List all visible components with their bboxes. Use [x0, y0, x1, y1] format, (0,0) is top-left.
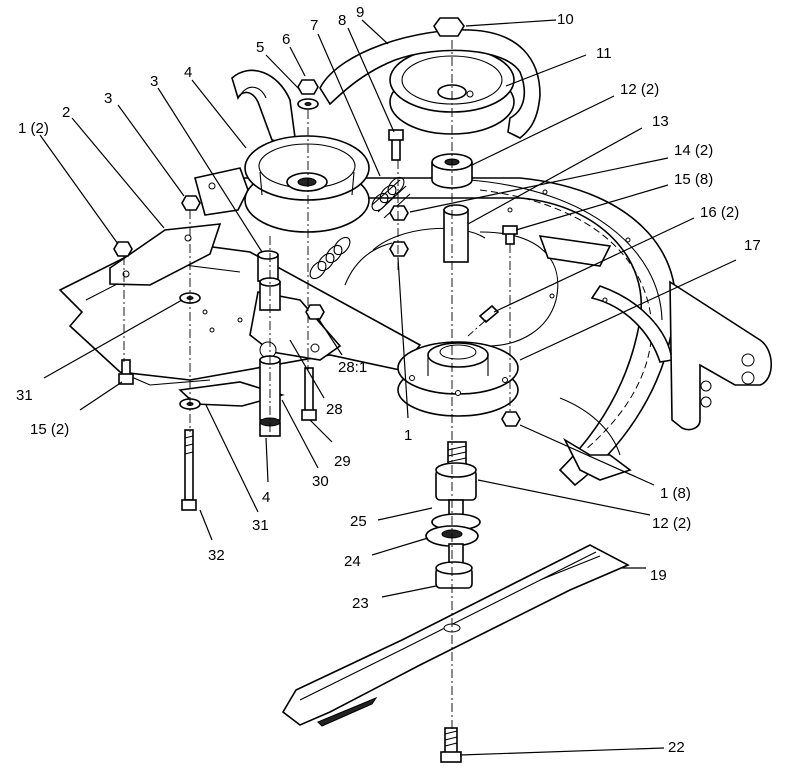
idler-bracket	[109, 167, 249, 286]
callout-8: 8	[338, 12, 346, 29]
callout-11: 11	[596, 45, 612, 62]
callout-28-1: 28:1	[338, 359, 367, 376]
callout-3-left: 3	[104, 90, 112, 107]
spindle-housing	[397, 341, 519, 417]
assembly-centerlines	[123, 40, 511, 730]
callout-9: 9	[356, 4, 364, 21]
callout-6: 5	[256, 39, 264, 56]
callout-1-8: 1 (8)	[660, 485, 691, 502]
callout-23: 23	[352, 595, 369, 612]
callout-31-bottom: 31	[252, 517, 269, 534]
callout-13: 13	[652, 113, 669, 130]
idler-pulley	[244, 135, 370, 233]
drive-belt	[231, 69, 297, 147]
callout-2: 2	[62, 104, 70, 121]
callout-12-bottom: 12 (2)	[652, 515, 691, 532]
callout-4-top: 3	[150, 73, 158, 90]
extension-spring	[309, 176, 411, 280]
callout-leader-lines	[39, 19, 737, 756]
callout-12-top: 12 (2)	[620, 81, 659, 98]
callout-4-bottom: 4	[262, 489, 270, 506]
spindle-spacer-top	[431, 153, 473, 189]
callout-labels: 1 (2) 2 3 3 4 5 6 7 8 9 10 11 12 (2) 13 …	[16, 4, 761, 756]
callout-10: 10	[557, 11, 574, 28]
callout-14: 14 (2)	[674, 142, 713, 159]
callout-30: 30	[312, 473, 329, 490]
callout-32: 32	[208, 547, 225, 564]
hardware-bolts	[118, 129, 518, 511]
mower-blade	[281, 544, 630, 727]
callout-15-8: 15 (8)	[674, 171, 713, 188]
spindle-lower-stack	[425, 441, 481, 589]
hardware-nuts-washers	[113, 17, 521, 427]
callout-3-top: 6	[282, 31, 290, 48]
callout-15-2: 15 (2)	[30, 421, 69, 438]
callout-7: 7	[310, 17, 318, 34]
callout-17: 17	[744, 237, 761, 254]
spindle-shaft	[443, 204, 469, 263]
callout-31-left: 31	[16, 387, 33, 404]
callout-25: 25	[350, 513, 367, 530]
deck-mounting-bracket	[669, 280, 773, 431]
callout-1-center: 1	[404, 427, 412, 444]
callout-16: 16 (2)	[700, 204, 739, 221]
blade-bolt	[440, 727, 462, 763]
callout-19: 19	[650, 567, 667, 584]
callout-29: 29	[334, 453, 351, 470]
callout-5: 4	[184, 64, 192, 81]
callout-24: 24	[344, 553, 361, 570]
callout-22: 22	[668, 739, 685, 756]
callout-1-2: 1 (2)	[18, 120, 49, 137]
callout-28: 28	[326, 401, 343, 418]
